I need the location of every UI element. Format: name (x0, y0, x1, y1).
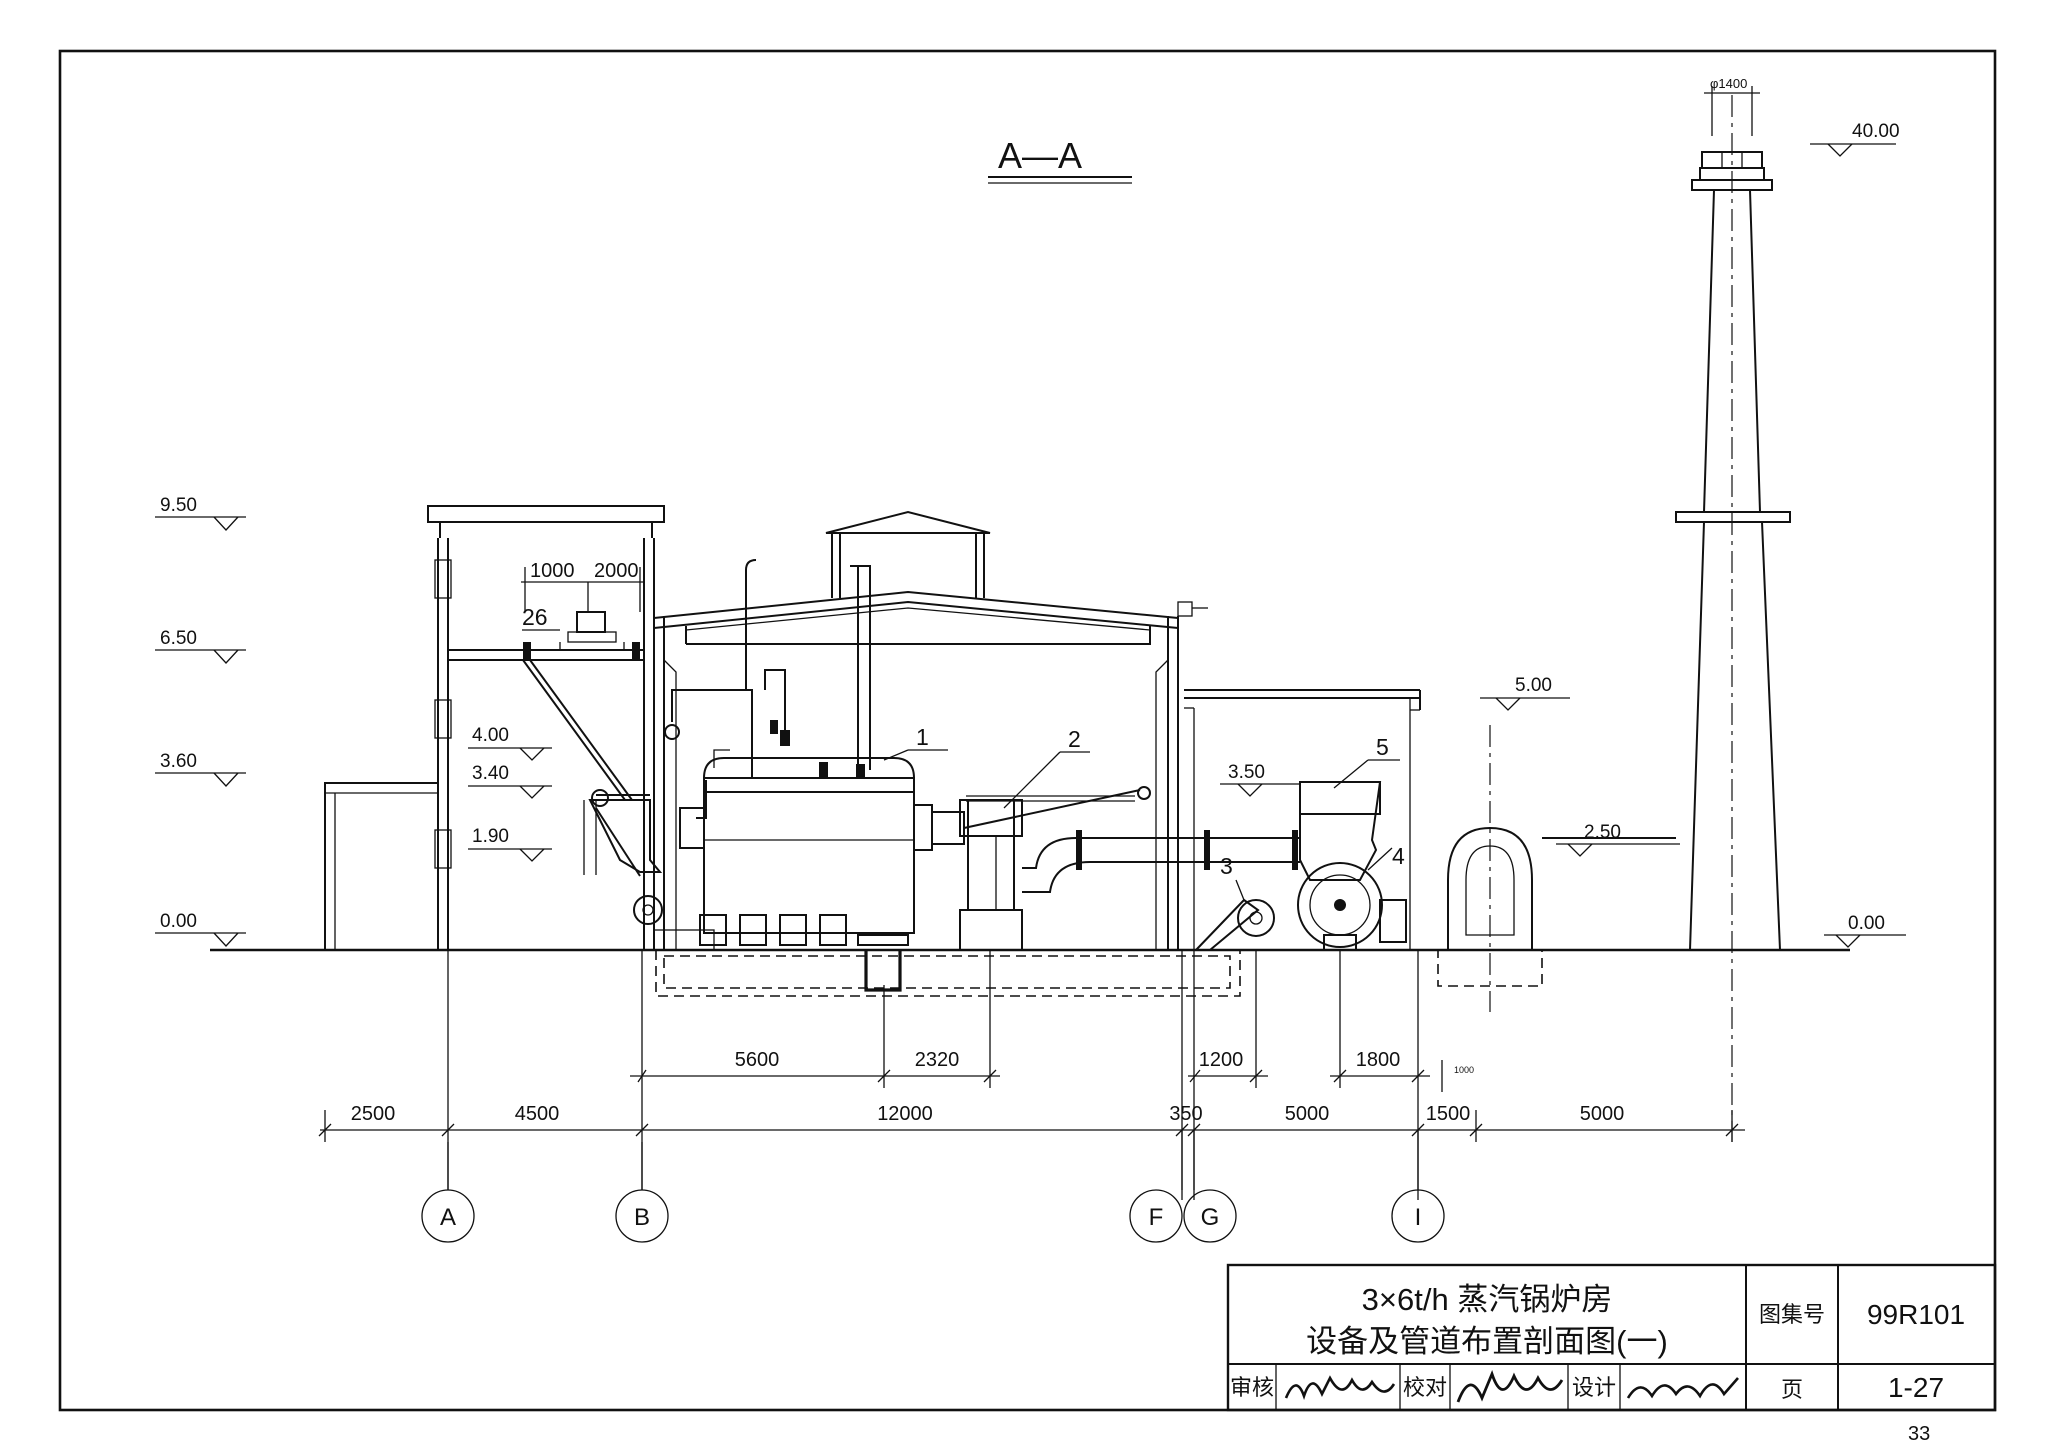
grid-lines (447, 950, 1419, 1200)
fan-item-4: 4 5 (1297, 734, 1407, 951)
dim-1800: 1800 (1356, 1049, 1401, 1071)
signature-review (1284, 1375, 1396, 1400)
page-label: 页 (1781, 1377, 1803, 1402)
dim-12000: 12000 (877, 1103, 933, 1125)
dim-5000-a: 5000 (1285, 1103, 1330, 1125)
atlas-no-label: 图集号 (1759, 1302, 1825, 1327)
axis-bubbles: A B F G I (421, 1142, 1445, 1243)
dimension-row-lower: 2500 4500 12000 350 5000 1500 5000 (318, 1103, 1745, 1142)
tag-3: 3 (1220, 853, 1233, 879)
dim-1500: 1500 (1426, 1103, 1471, 1125)
underground-flue (655, 950, 1241, 1200)
svg-text:A: A (440, 1204, 456, 1231)
dim-4500: 4500 (515, 1103, 560, 1125)
axis-f: F (1129, 1189, 1183, 1243)
title-line-2: 设备及管道布置剖面图(一) (1306, 1324, 1668, 1359)
dim-5600: 5600 (735, 1049, 780, 1071)
section-label: A—A (998, 135, 1082, 176)
svg-text:G: G (1201, 1204, 1220, 1231)
elevation-0-00-left: 0.00 (155, 911, 246, 947)
axis-a: A (421, 1142, 475, 1243)
dim-5000-b: 5000 (1580, 1103, 1625, 1125)
chimney: φ1400 (1675, 76, 1791, 1142)
title-block: 3×6t/h 蒸汽锅炉房 设备及管道布置剖面图(一) 图集号 99R101 页 … (1226, 1263, 1997, 1412)
small-note-1000: 1000 (1454, 1065, 1474, 1075)
elevation-1-90: 1.90 (468, 826, 552, 862)
dim-bin-2000: 2000 (594, 560, 639, 582)
boiler-house (653, 510, 1208, 950)
signature-design (1626, 1377, 1739, 1399)
svg-text:9.50: 9.50 (160, 495, 197, 516)
svg-text:3.40: 3.40 (472, 763, 509, 784)
svg-text:40.00: 40.00 (1852, 121, 1900, 142)
tag-26: 26 (522, 604, 548, 630)
page-no: 1-27 (1888, 1372, 1944, 1403)
svg-text:0.00: 0.00 (160, 911, 197, 932)
axis-b: B (615, 1142, 669, 1243)
dimension-row-upper: 5600 2320 1200 1800 1000 (630, 1049, 1474, 1092)
elevation-4-00: 4.00 (468, 725, 552, 761)
tag-2: 2 (1068, 726, 1081, 752)
tag-4: 4 (1392, 843, 1405, 869)
signature-check (1456, 1370, 1564, 1403)
dust-collector-item-2: 2 (959, 726, 1300, 951)
svg-text:3.60: 3.60 (160, 751, 197, 772)
chimney-diameter: φ1400 (1710, 76, 1747, 91)
svg-text:F: F (1149, 1204, 1164, 1231)
elevation-6-50: 6.50 (155, 628, 246, 664)
svg-text:5.00: 5.00 (1515, 675, 1552, 696)
sheet-number: 33 (1908, 1423, 1930, 1445)
svg-text:3.50: 3.50 (1228, 762, 1265, 783)
elevation-3-50: 3.50 (1220, 762, 1300, 797)
svg-text:4.00: 4.00 (472, 725, 509, 746)
svg-text:6.50: 6.50 (160, 628, 197, 649)
elevation-5-00: 5.00 (1480, 675, 1570, 711)
coal-bunker-tower (324, 505, 665, 951)
elevation-40-00: 40.00 (1810, 121, 1900, 157)
elevation-3-40: 3.40 (468, 763, 552, 799)
elevation-9-50: 9.50 (155, 495, 246, 531)
elevation-0-00-right: 0.00 (1824, 913, 1906, 948)
boiler-item-1: 1 (633, 559, 1151, 992)
check-label: 校对 (1403, 1375, 1447, 1400)
elevation-marks-left: 9.50 6.50 3.60 0.00 4.00 3.40 (155, 495, 552, 947)
atlas-no: 99R101 (1867, 1299, 1965, 1330)
svg-text:I: I (1415, 1204, 1422, 1231)
dim-bin-1000: 1000 (530, 560, 575, 582)
tag-1: 1 (916, 724, 929, 750)
svg-text:2.50: 2.50 (1584, 822, 1621, 843)
title-line-1: 3×6t/h 蒸汽锅炉房 (1362, 1282, 1613, 1317)
fan-room (1184, 689, 1421, 950)
review-label: 审核 (1230, 1375, 1274, 1400)
design-label: 设计 (1572, 1375, 1616, 1400)
tag-5: 5 (1376, 734, 1389, 760)
axis-g: G (1183, 1189, 1237, 1243)
svg-text:1.90: 1.90 (472, 826, 509, 847)
svg-text:0.00: 0.00 (1848, 913, 1885, 934)
elevation-3-60: 3.60 (155, 751, 246, 787)
flue-breeching (1437, 725, 1676, 1012)
slag-remover-item-3: 3 (1195, 853, 1275, 951)
sheet-border (58, 49, 1997, 1412)
axis-i: I (1391, 1189, 1445, 1243)
dim-1200: 1200 (1199, 1049, 1244, 1071)
conveyor-item-26: 1000 2000 26 (521, 560, 644, 650)
svg-text:B: B (634, 1204, 650, 1231)
section-title: A—A (988, 135, 1132, 184)
dim-2320: 2320 (915, 1049, 960, 1071)
coal-chute (522, 659, 663, 877)
dim-350: 350 (1169, 1103, 1202, 1125)
dim-2500: 2500 (351, 1103, 396, 1125)
